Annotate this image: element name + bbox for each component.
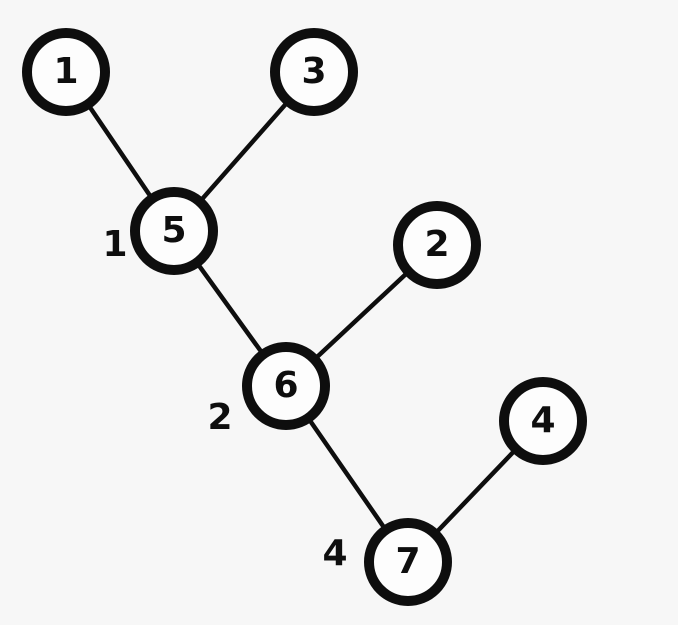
graph-node-5[interactable]: 5: [130, 187, 218, 275]
graph-node-6[interactable]: 6: [242, 342, 330, 430]
graph-node-3[interactable]: 3: [270, 28, 358, 116]
graph-node-label: 2: [424, 224, 450, 265]
graph-node-1[interactable]: 1: [22, 28, 110, 116]
graph-node-7[interactable]: 7: [364, 518, 452, 606]
graph-node-label: 4: [530, 400, 556, 441]
graph-node-label: 1: [53, 51, 79, 92]
edge-weight-label-7: 4: [322, 533, 348, 574]
graph-node-label: 7: [395, 541, 421, 582]
graph-node-2[interactable]: 2: [393, 201, 481, 289]
graph-node-label: 3: [301, 51, 327, 92]
graph-node-label: 6: [273, 365, 299, 406]
edge-weight-label-6: 2: [207, 397, 233, 438]
graph-node-label: 5: [161, 210, 187, 251]
edge-weight-label-5: 1: [102, 224, 128, 265]
graph-node-4[interactable]: 4: [499, 377, 587, 465]
